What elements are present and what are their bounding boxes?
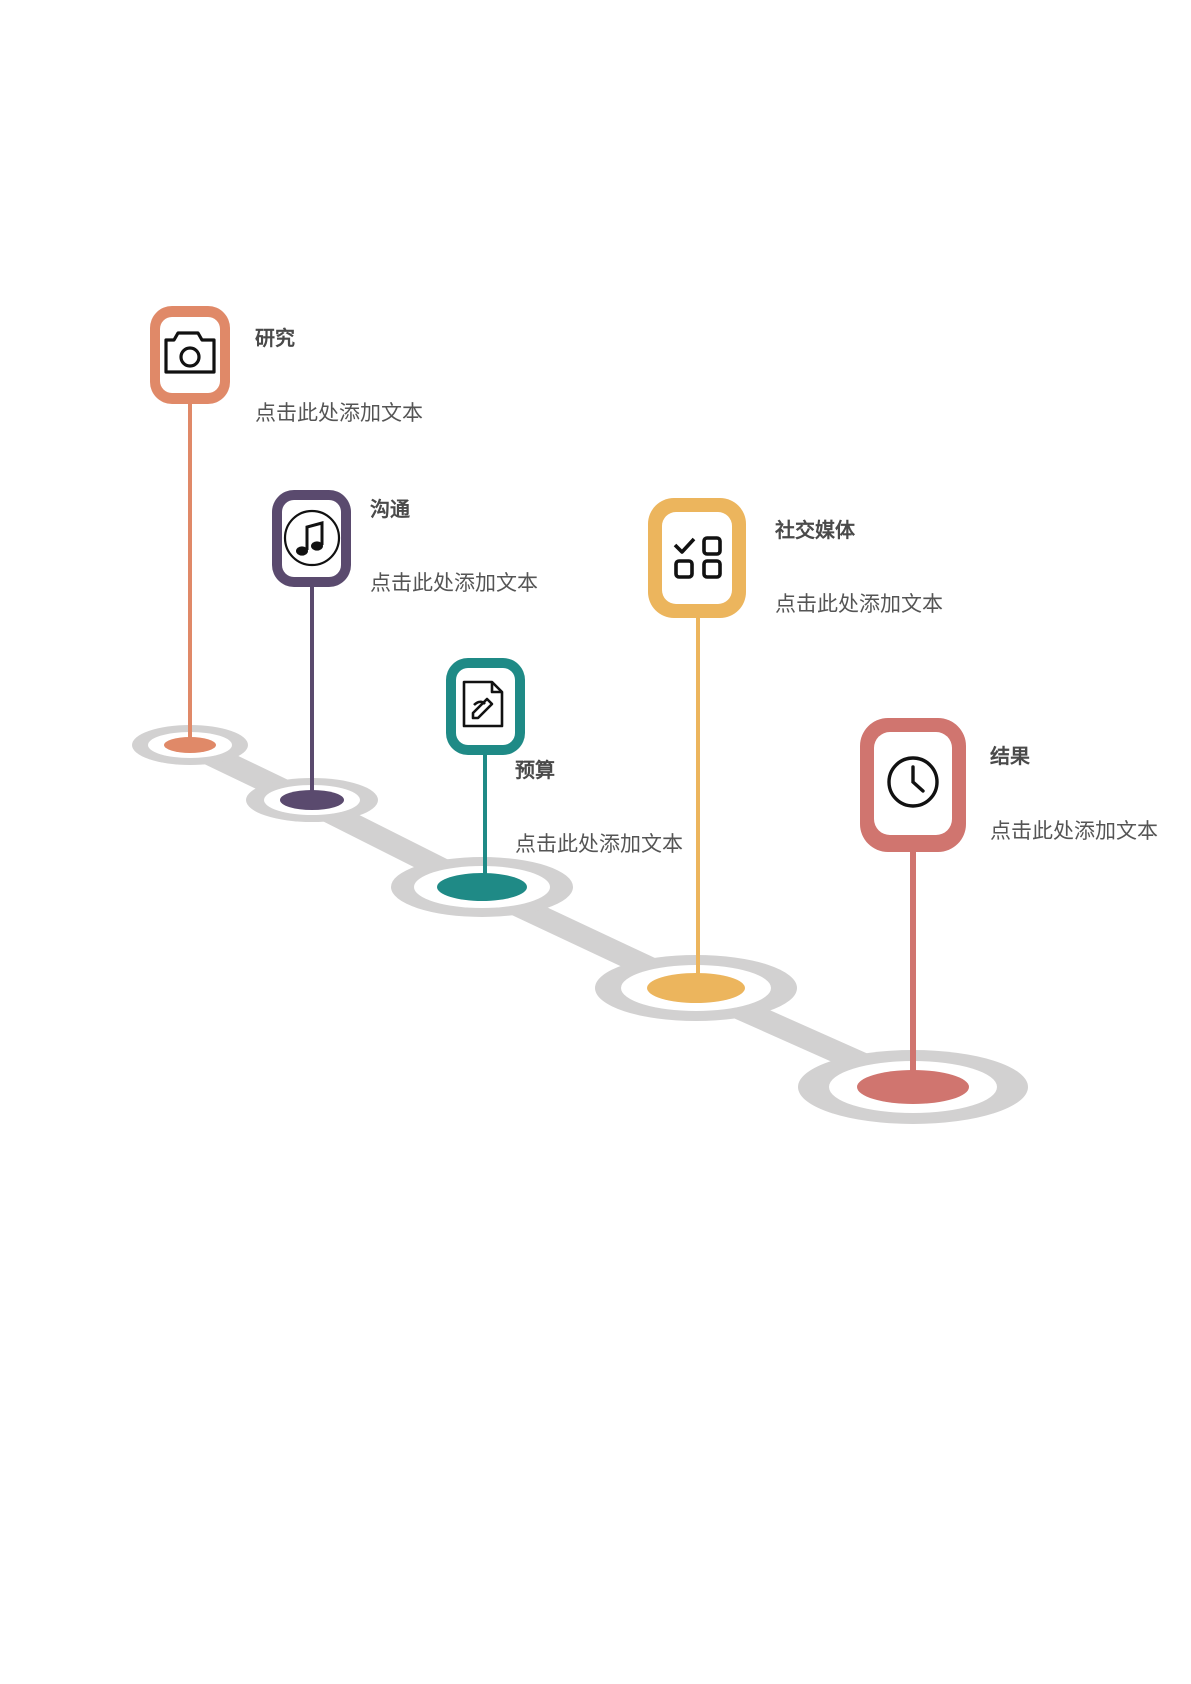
step-4-badge bbox=[648, 498, 746, 618]
step-4-description[interactable]: 点击此处添加文本 bbox=[775, 592, 943, 616]
step-2-title: 沟通 bbox=[370, 497, 410, 521]
step-1-disc bbox=[164, 737, 216, 753]
step-2-badge bbox=[272, 490, 351, 587]
clock-icon bbox=[887, 756, 939, 808]
camera-icon bbox=[164, 331, 216, 374]
step-5-title: 结果 bbox=[990, 744, 1030, 768]
step-5-base bbox=[798, 1050, 1028, 1124]
step-1-badge-inner bbox=[160, 317, 220, 393]
step-3-disc bbox=[437, 873, 527, 901]
step-2-description[interactable]: 点击此处添加文本 bbox=[370, 571, 538, 595]
step-4-disc bbox=[647, 973, 745, 1003]
step-2-base bbox=[246, 778, 378, 822]
step-1-badge bbox=[150, 306, 230, 404]
edit-document-icon bbox=[462, 680, 504, 728]
step-5-description[interactable]: 点击此处添加文本 bbox=[990, 819, 1158, 843]
step-5-badge bbox=[860, 718, 966, 852]
step-2-disc bbox=[280, 790, 344, 810]
step-5-disc bbox=[857, 1070, 969, 1104]
step-4-base bbox=[595, 955, 797, 1021]
step-3-base bbox=[391, 857, 573, 917]
step-1-title: 研究 bbox=[255, 326, 295, 350]
step-1-description[interactable]: 点击此处添加文本 bbox=[255, 401, 423, 425]
step-3-description[interactable]: 点击此处添加文本 bbox=[515, 832, 683, 856]
step-2-badge-inner bbox=[282, 500, 341, 577]
music-note-icon bbox=[283, 509, 341, 567]
step-1-base bbox=[132, 725, 248, 765]
apps-grid-check-icon bbox=[673, 536, 722, 579]
step-4-title: 社交媒体 bbox=[775, 518, 855, 542]
step-3-badge bbox=[446, 658, 525, 755]
step-3-title: 预算 bbox=[515, 758, 555, 782]
step-4-badge-inner bbox=[662, 512, 732, 604]
